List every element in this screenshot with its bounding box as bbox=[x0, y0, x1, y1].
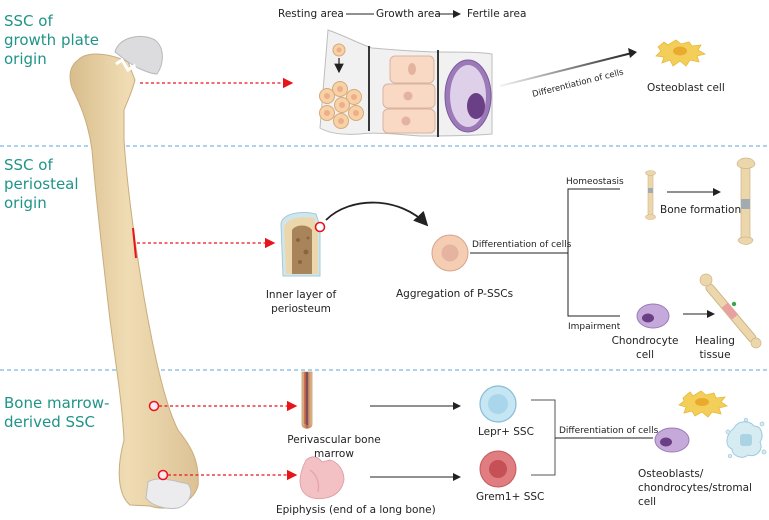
pssc-cell bbox=[431, 234, 469, 272]
periosteal-branch-bracket bbox=[567, 188, 620, 317]
stromal-cell-icon bbox=[725, 418, 767, 459]
marrow-branch-bracket bbox=[531, 399, 556, 476]
grem-ssc-label: Grem1+ SSC bbox=[476, 491, 545, 503]
lepr-ssc-cell bbox=[479, 385, 517, 423]
impairment-label: Impairment bbox=[568, 322, 621, 332]
bone-formation-label: Bone formation bbox=[660, 204, 742, 216]
marrow-result-label: Osteoblasts/ chondrocytes/stromal cell bbox=[638, 468, 752, 508]
periosteum-marker bbox=[314, 221, 326, 233]
epiphysis-marker bbox=[157, 469, 169, 481]
healing-tissue-label: Healing tissue bbox=[695, 335, 735, 361]
periosteum-label: Inner layer of periosteum bbox=[265, 289, 337, 315]
section-title-growth-plate: SSC of growth plate origin bbox=[4, 12, 99, 68]
chondrocyte-cell-icon bbox=[636, 303, 670, 329]
small-bone-icon bbox=[645, 170, 656, 220]
growth-differentiation-arrow bbox=[499, 52, 633, 87]
aggregation-label: Aggregation of P-SSCs bbox=[396, 288, 514, 300]
marrow-differentiation-label: Differentiation of cells bbox=[559, 426, 659, 436]
perivascular-label: Perivascular bone marrow bbox=[287, 434, 381, 460]
chondrocyte-label: Chondrocyte cell bbox=[611, 335, 679, 361]
zone-fertile-label: Fertile area bbox=[467, 8, 527, 20]
femur-illustration bbox=[69, 36, 199, 509]
grem-ssc-cell bbox=[479, 450, 517, 488]
healing-bone-icon bbox=[699, 273, 762, 349]
large-bone-icon bbox=[736, 157, 756, 245]
periosteal-marker bbox=[132, 227, 137, 259]
marrow-osteoblast-icon bbox=[678, 390, 728, 418]
perivascular-vessel-icon bbox=[301, 371, 313, 429]
periosteum-illustration bbox=[280, 211, 326, 277]
zone-growth-label: Growth area bbox=[376, 8, 441, 20]
epiphysis-icon bbox=[299, 456, 345, 500]
lepr-ssc-label: Lepr+ SSC bbox=[478, 426, 534, 438]
periosteal-differentiation-label: Differentiation of cells bbox=[472, 240, 572, 250]
osteoblast-cell-label: Osteoblast cell bbox=[647, 82, 725, 94]
growth-differentiation-label: Differentiation of cells bbox=[531, 67, 625, 100]
aggregation-arrow bbox=[325, 201, 429, 227]
homeostasis-label: Homeostasis bbox=[566, 177, 624, 187]
cell-cluster bbox=[319, 81, 364, 129]
hypertrophic-cell bbox=[444, 59, 492, 133]
epiphysis-label: Epiphysis (end of a long bone) bbox=[276, 504, 436, 516]
marrow-chondrocyte-icon bbox=[654, 427, 690, 453]
marrow-marker bbox=[148, 400, 160, 412]
growth-plate-tissue bbox=[319, 29, 493, 137]
section-title-bone-marrow: Bone marrow- derived SSC bbox=[4, 394, 110, 431]
zone-resting-label: Resting area bbox=[278, 8, 344, 20]
columnar-cells bbox=[382, 55, 436, 134]
section-title-periosteal: SSC of periosteal origin bbox=[4, 156, 79, 212]
osteoblast-cell-icon bbox=[655, 39, 707, 67]
